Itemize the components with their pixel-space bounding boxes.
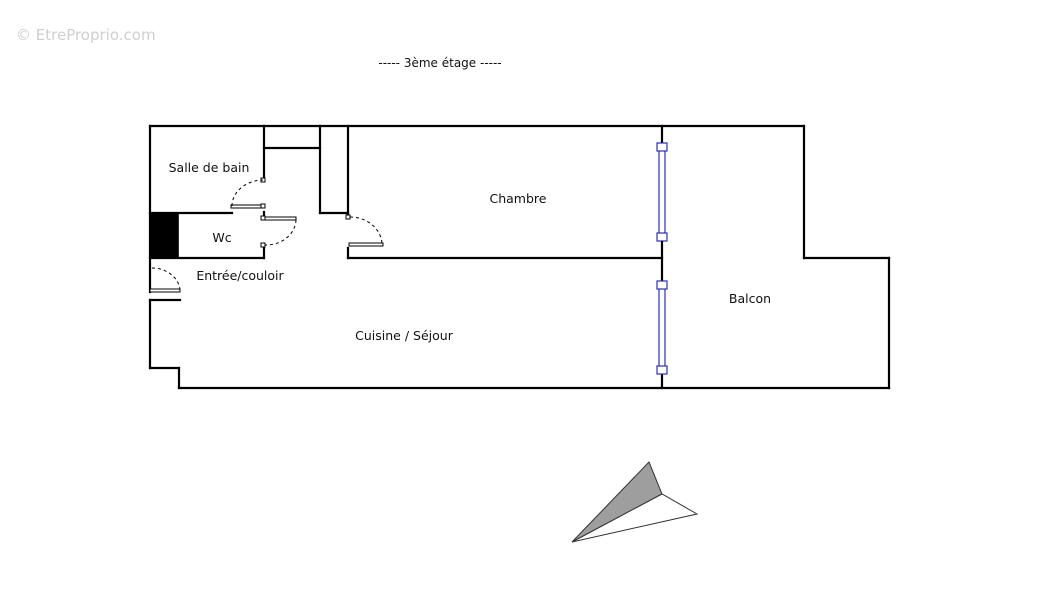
label-balcon: Balcon xyxy=(729,291,771,306)
watermark: © EtreProprio.com xyxy=(16,26,156,44)
door-bedroom[interactable] xyxy=(345,214,384,247)
outer-walls xyxy=(148,124,891,390)
floor-label: ----- 3ème étage ----- xyxy=(378,56,501,70)
label-entree: Entrée/couloir xyxy=(196,268,284,283)
label-salle-de-bain: Salle de bain xyxy=(169,160,250,175)
label-chambre: Chambre xyxy=(490,191,547,206)
duct-block xyxy=(150,214,178,258)
door-wc[interactable] xyxy=(260,215,297,248)
door-entrance[interactable] xyxy=(149,267,181,293)
window-living xyxy=(656,280,668,375)
interior-walls xyxy=(148,124,664,390)
label-wc: Wc xyxy=(212,230,231,245)
window-bedroom xyxy=(656,142,668,242)
door-bathroom[interactable] xyxy=(230,177,266,209)
label-cuisine-sejour: Cuisine / Séjour xyxy=(355,328,454,343)
north-arrow-icon xyxy=(571,461,699,543)
